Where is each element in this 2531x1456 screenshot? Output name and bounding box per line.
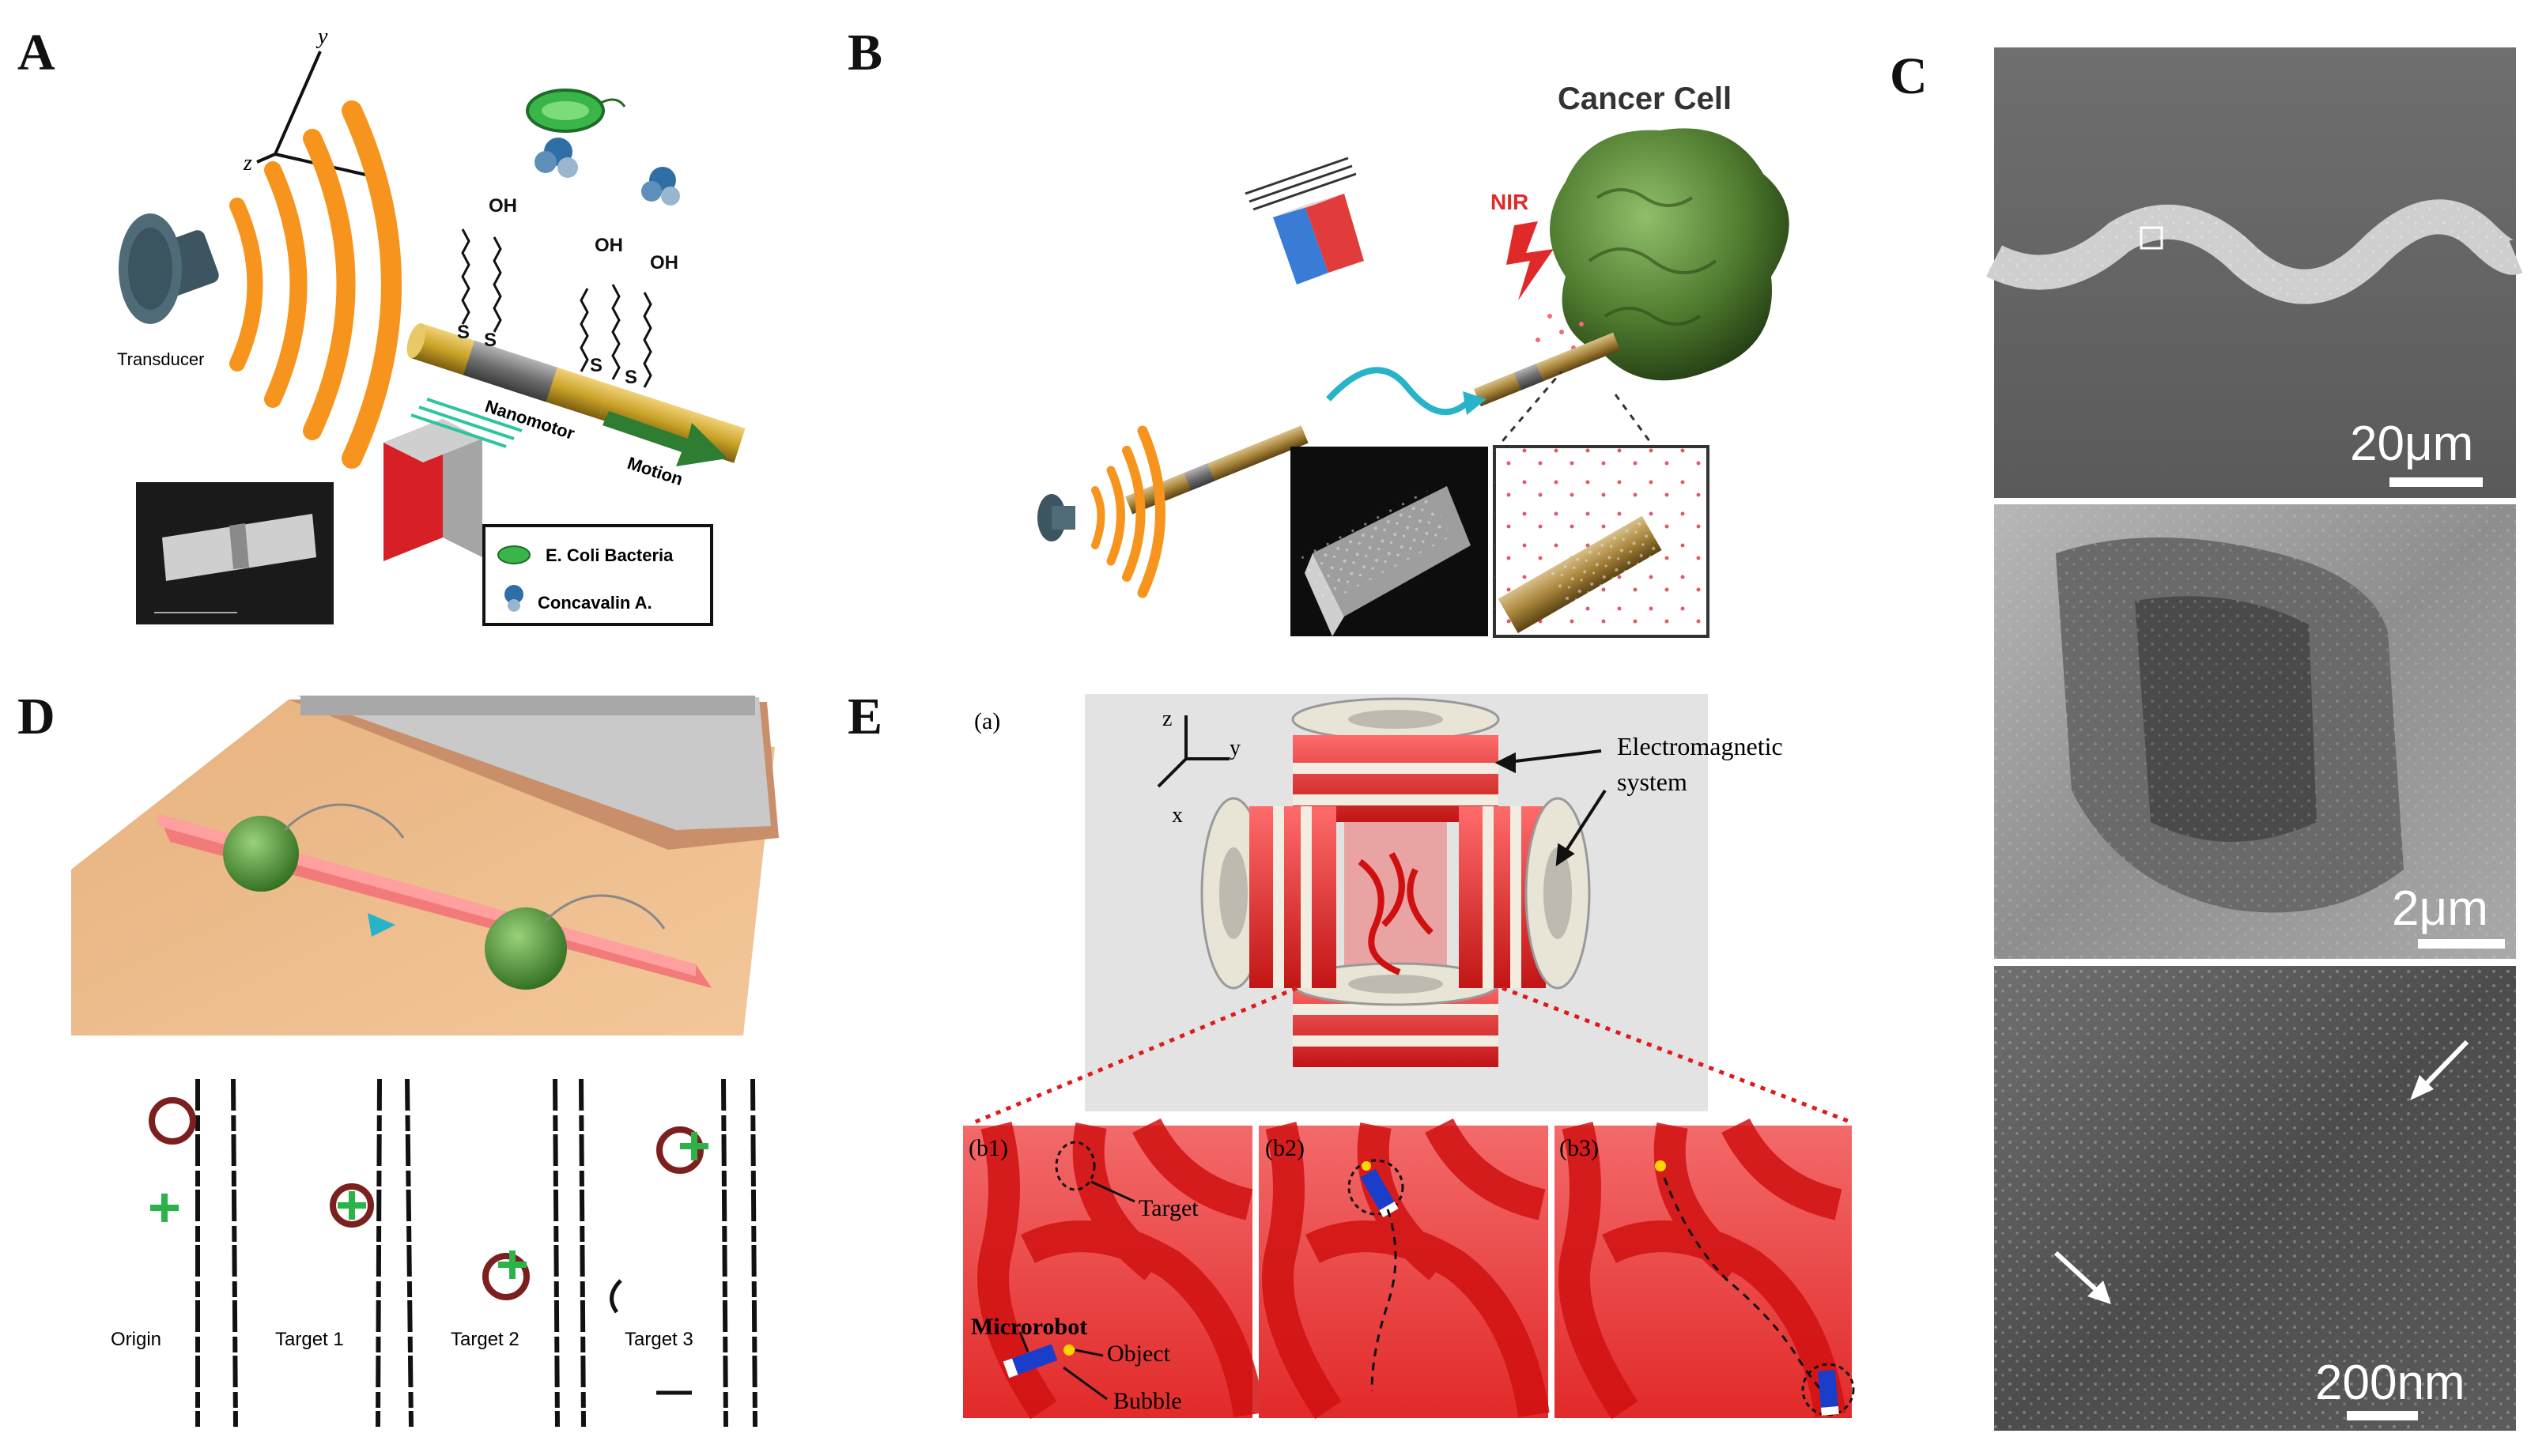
- panel-e-axis-y: y: [1230, 736, 1241, 760]
- arrow-icon-2: [2053, 1250, 2111, 1304]
- vessel-panel-b2: (b2): [1259, 1118, 1550, 1420]
- vessel-panel-b1: (b1) Target Microrobot Object Bubble: [963, 1118, 1265, 1420]
- ecoli-bacteria-icon: [526, 89, 626, 133]
- panel-e-axis-z: z: [1162, 707, 1172, 731]
- bubble-label: Bubble: [1113, 1388, 1182, 1414]
- panel-d-tracking: Origin Target 1 Target 2 Target 3: [104, 1075, 775, 1431]
- scale-bar-top: [2389, 477, 2483, 487]
- track-label-target-1: Target 1: [275, 1329, 344, 1350]
- panel-d-letter: D: [17, 688, 55, 745]
- nanorod-cell: [1473, 332, 1621, 407]
- chem-oh-1: OH: [489, 195, 517, 217]
- panel-d: D: [17, 688, 779, 1431]
- track-label-target-2: Target 2: [451, 1329, 519, 1350]
- legend-concavalin: Concavalin A.: [538, 593, 652, 613]
- b2-label: (b2): [1265, 1135, 1305, 1161]
- microrobot-icon: [1003, 1344, 1058, 1379]
- chem-s-3: S: [590, 355, 603, 376]
- panel-e-sub-label: (a): [974, 708, 1000, 734]
- concavalin-icon-2: [641, 167, 680, 206]
- panel-b-letter: B: [848, 24, 882, 81]
- panel-e-axes: [1157, 715, 1230, 788]
- nir-label: NIR: [1490, 190, 1528, 214]
- panel-a-axis-z: z: [243, 151, 252, 175]
- trajectory-arrowhead: [1463, 391, 1486, 415]
- ultrasound-waves-a: [229, 100, 402, 469]
- chem-oh-2: OH: [595, 235, 623, 256]
- panel-e-letter: E: [848, 688, 882, 745]
- panel-b: B Cancer Cell NIR: [848, 24, 1789, 638]
- ultrasound-waves-b: [1091, 425, 1165, 598]
- trajectory-arrow: [1326, 367, 1469, 416]
- green-microsphere-2: [485, 907, 567, 990]
- panel-c: C 20μm 2μm: [1890, 47, 2523, 1431]
- scale-label-mid: 2μm: [2392, 881, 2488, 936]
- track-label-origin: Origin: [111, 1329, 161, 1350]
- direction-arrow-d: [368, 913, 395, 937]
- zoom-lines-e: [973, 986, 1853, 1125]
- magnet-icon-a: [383, 398, 523, 561]
- cancer-cell-icon: [1550, 128, 1789, 381]
- panel-e: E (a) z y x: [848, 688, 1855, 1420]
- panel-b-drug-inset: [1493, 445, 1709, 638]
- transducer-label: Transducer: [117, 349, 204, 369]
- panel-e-axis-x: x: [1172, 803, 1183, 828]
- chem-oh-3: OH: [650, 252, 678, 273]
- chem-s-1: S: [457, 322, 470, 343]
- magnet-icon-b: [1245, 157, 1364, 285]
- scale-label-top: 20μm: [2350, 417, 2473, 471]
- object-label: Object: [1107, 1341, 1171, 1367]
- em-label-line2: system: [1617, 768, 1687, 796]
- motion-arrow: [603, 411, 727, 466]
- concavalin-icon-1: [535, 138, 578, 178]
- microrobot-label: Microrobot: [971, 1314, 1087, 1340]
- b1-label: (b1): [969, 1135, 1008, 1161]
- scale-bar-mid: [2418, 939, 2505, 949]
- em-label-line1: Electromagnetic: [1617, 732, 1783, 760]
- zoom-connector-b: [1493, 371, 1658, 451]
- vessel-panel-b3: (b3): [1554, 1118, 1855, 1420]
- b3-label: (b3): [1559, 1135, 1599, 1161]
- sem-bottom: 200nm: [1994, 966, 2516, 1431]
- legend-ecoli: E. Coli Bacteria: [546, 545, 674, 565]
- green-microsphere-1: [223, 816, 299, 892]
- sem-top: 20μm: [1985, 47, 2523, 498]
- track-label-target-3: Target 3: [625, 1329, 693, 1350]
- arrow-icon-1: [2410, 1039, 2469, 1100]
- nir-bolt-icon: [1506, 221, 1554, 300]
- panel-a: A y x z Transducer: [17, 24, 746, 626]
- panel-c-letter: C: [1890, 47, 1928, 105]
- panel-a-axis-y: y: [315, 25, 328, 49]
- ultrasound-transducer-b: [1037, 494, 1075, 541]
- panel-a-legend: E. Coli Bacteria Concavalin A.: [482, 524, 713, 626]
- target-cross-icons: [150, 1132, 708, 1279]
- panel-d-scene: [71, 696, 779, 1035]
- panel-b-sem-inset: [1290, 447, 1488, 636]
- scale-bar-bottom: [2347, 1411, 2418, 1420]
- nanorod-start: [1125, 425, 1309, 515]
- motion-label: Motion: [625, 453, 685, 489]
- cancer-cell-label: Cancer Cell: [1558, 81, 1732, 116]
- target-label: Target: [1139, 1195, 1199, 1221]
- chem-s-2: S: [484, 330, 497, 351]
- panel-a-sem-inset: [136, 482, 334, 624]
- em-label-arrows: [1494, 749, 1607, 866]
- linker-chains: [461, 228, 652, 388]
- transducer-icon: [119, 213, 219, 324]
- scale-label-bottom: 200nm: [2315, 1356, 2465, 1410]
- panel-a-letter: A: [17, 24, 55, 81]
- em-coils: [1200, 697, 1591, 1067]
- sem-mid: 2μm: [1994, 504, 2516, 959]
- chem-s-4: S: [625, 367, 637, 388]
